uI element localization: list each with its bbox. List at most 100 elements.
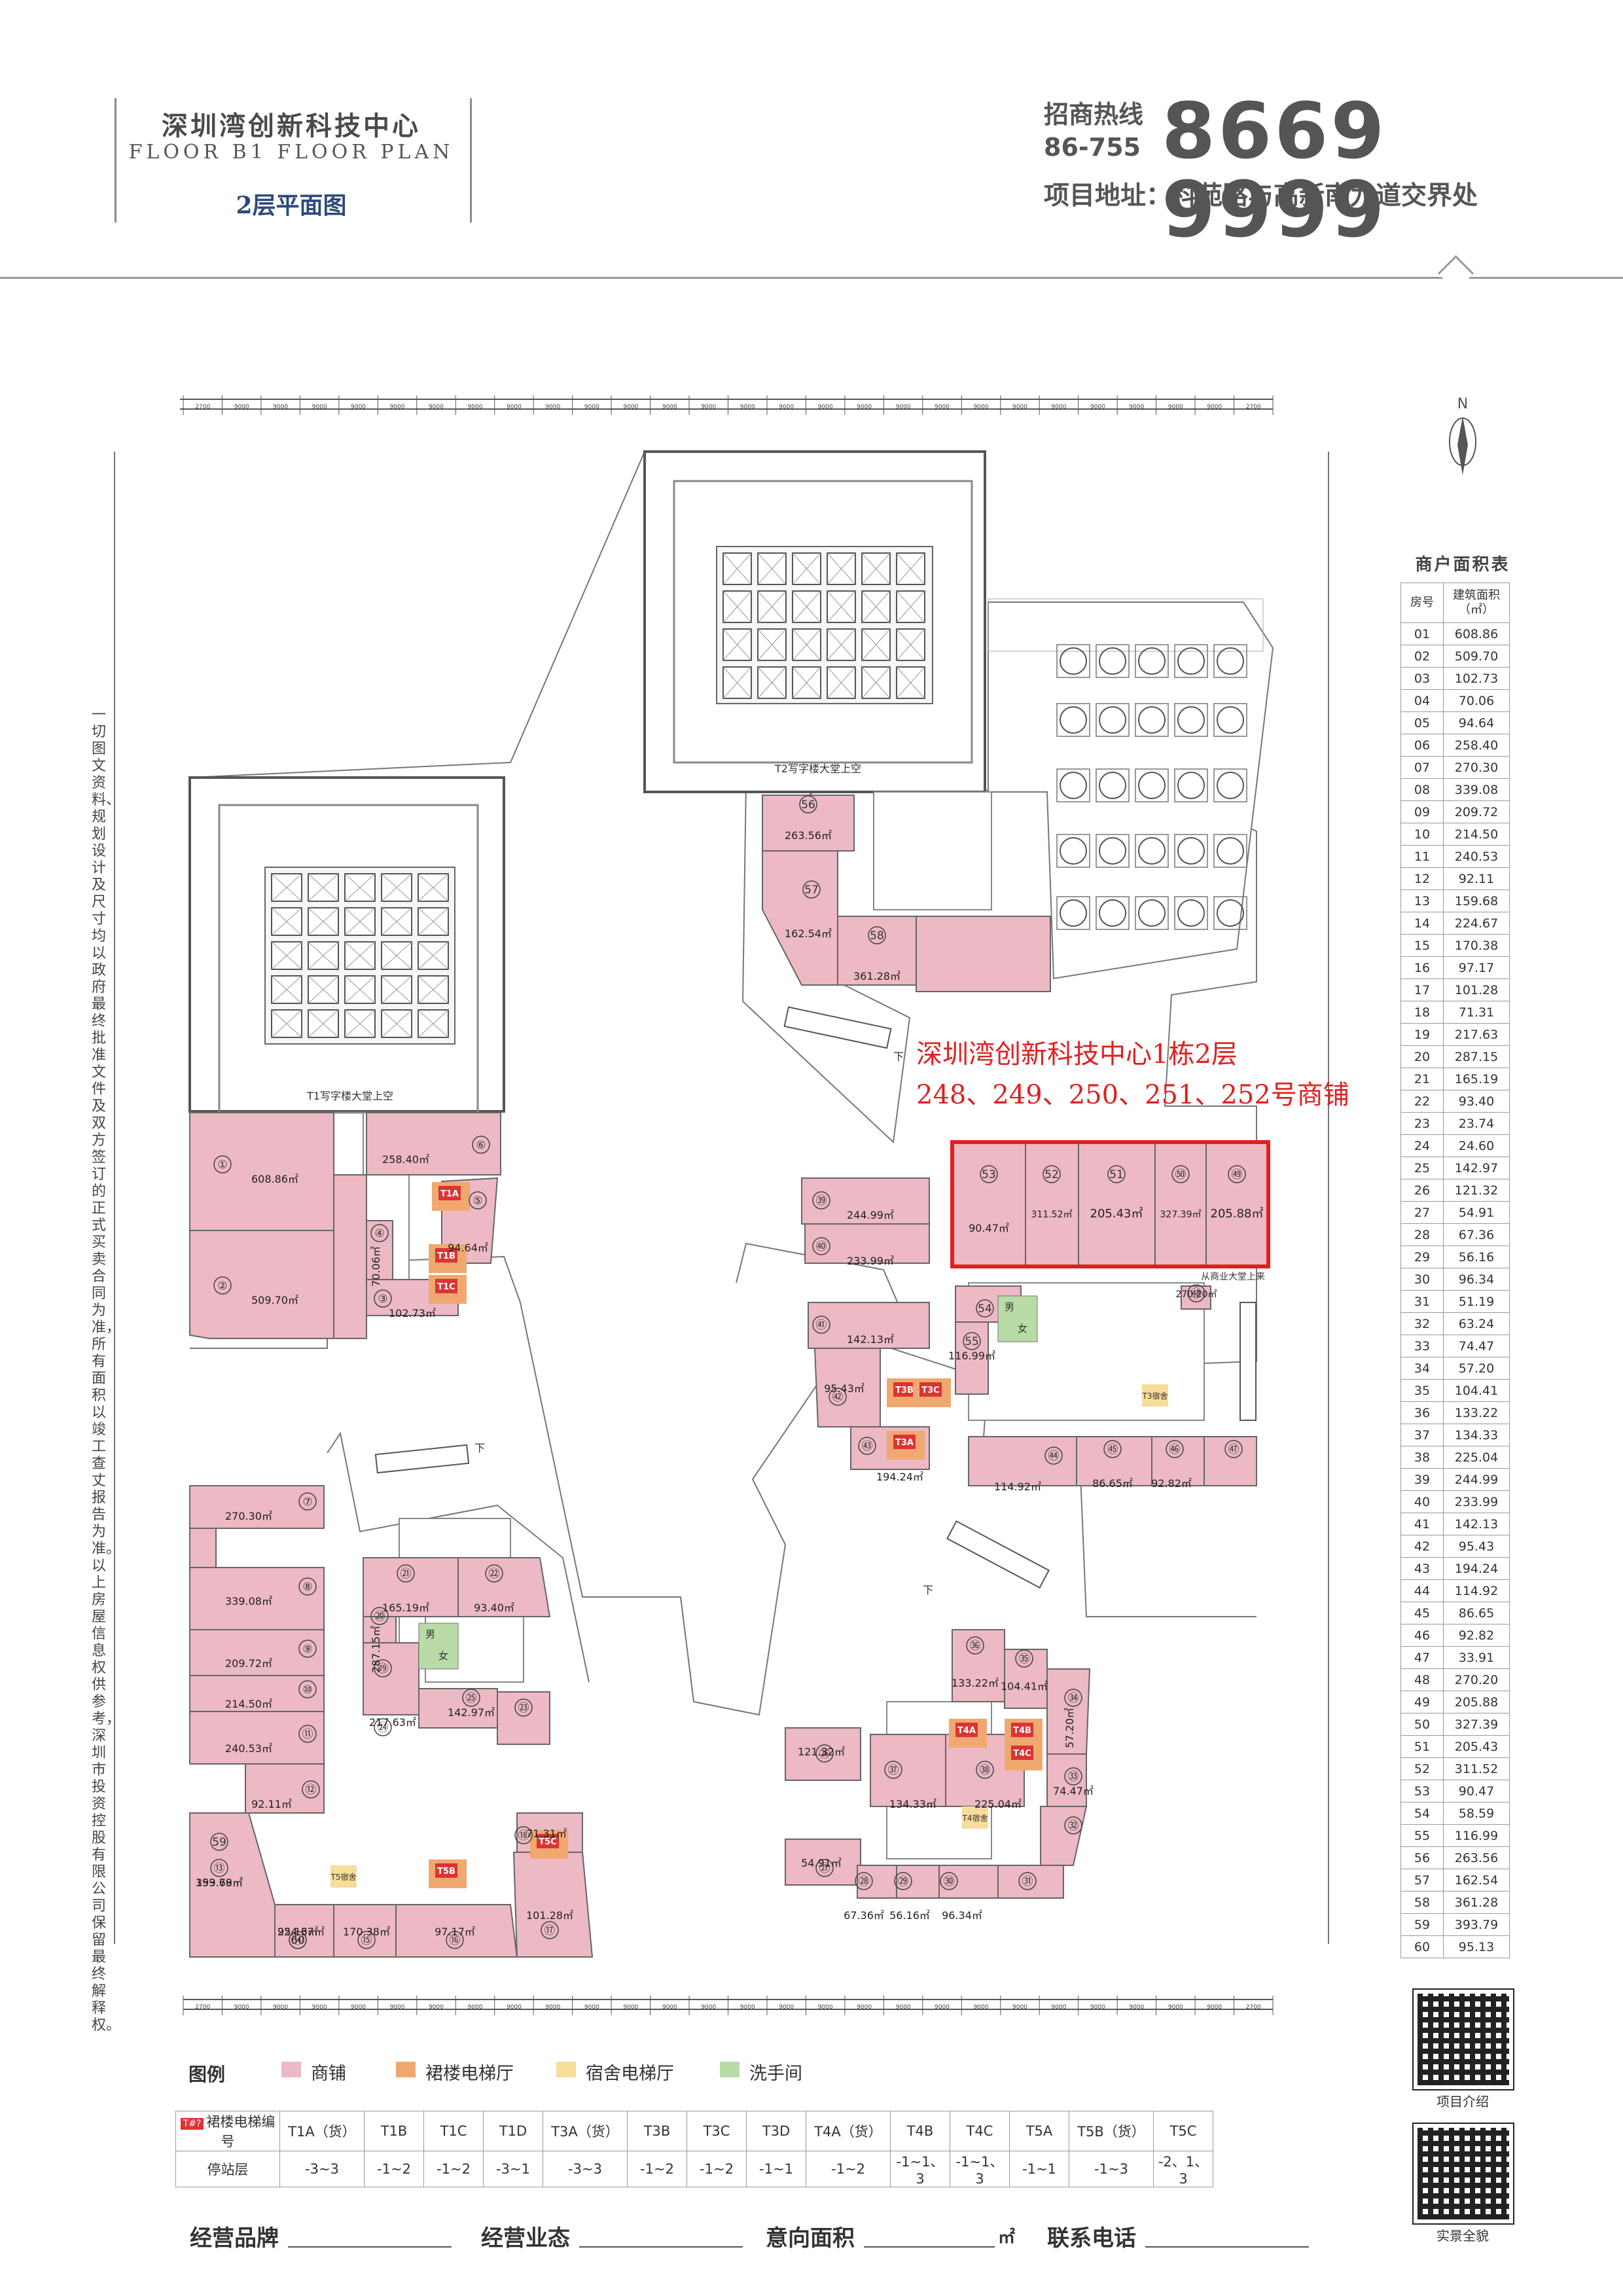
elevator-code-header: T#?裙楼电梯编号 [175, 2111, 280, 2151]
shop-unit[interactable] [457, 1557, 551, 1617]
shaft-cross [271, 907, 302, 936]
shop-unit[interactable] [1078, 1141, 1156, 1267]
field-brand-input[interactable] [288, 2246, 452, 2248]
shop-unit[interactable] [189, 1112, 334, 1231]
unit-number-ring [963, 1332, 981, 1350]
north-label: N [1457, 396, 1469, 412]
unit-number: ⑰ [544, 1924, 556, 1937]
area-value: 205.43 [1443, 1735, 1510, 1758]
shop-unit[interactable] [952, 1141, 1026, 1267]
area-value: 162.54 [1443, 1869, 1510, 1892]
shop-unit[interactable] [804, 1223, 930, 1264]
shop-unit[interactable] [1204, 1436, 1257, 1486]
shop-unit[interactable] [762, 795, 855, 852]
shop-unit[interactable] [1025, 1141, 1079, 1267]
shop-unit[interactable] [1046, 1668, 1091, 1755]
shop-unit[interactable] [333, 1174, 367, 1339]
shop-unit[interactable] [189, 1528, 217, 1568]
shaft-cross [418, 941, 449, 970]
shop-unit[interactable] [952, 1629, 1005, 1702]
area-room-no: 54 [1400, 1802, 1444, 1825]
ruler-label: 9000 [273, 2004, 288, 2011]
shaft-cross [722, 552, 752, 585]
shop-unit[interactable] [366, 1112, 501, 1175]
unit-number: ㊿ [1175, 1168, 1186, 1181]
unit-area: 244.99㎡ [847, 1209, 894, 1221]
unit-number-ring [370, 1607, 389, 1625]
roof-fan [1138, 772, 1166, 799]
hotline-number[interactable]: 8669 9999 [1162, 86, 1387, 255]
shop-unit[interactable] [870, 1734, 946, 1807]
shop-unit[interactable] [916, 916, 1051, 992]
shop-unit[interactable] [497, 1691, 550, 1745]
roof-fan [1099, 899, 1126, 927]
shaft-cross [896, 666, 925, 699]
legend-swatch-dorm-elevator [556, 2062, 576, 2077]
field-phone-input[interactable] [1145, 2246, 1309, 2248]
shop-unit[interactable] [189, 1230, 334, 1339]
unit-area: 263.56㎡ [785, 829, 832, 842]
unit-number: ⑮ [361, 1934, 372, 1947]
shop-unit[interactable] [512, 1852, 594, 1958]
area-value: 104.41 [1443, 1379, 1510, 1402]
shaft-cross [271, 1009, 302, 1038]
unit-area: 96.34㎡ [942, 1909, 982, 1922]
shop-unit[interactable] [785, 1727, 861, 1781]
ruler-label: 9000 [429, 404, 444, 410]
area-value: 54.91 [1443, 1201, 1510, 1224]
area-value: 95.13 [1443, 1935, 1510, 1958]
area-value: 225.04 [1443, 1446, 1510, 1469]
shop-unit[interactable] [762, 850, 838, 986]
shaft-cross [381, 1009, 412, 1038]
area-value: 86.65 [1443, 1602, 1510, 1624]
area-value: 67.36 [1443, 1223, 1510, 1246]
qr-code-panorama[interactable] [1412, 2123, 1514, 2225]
unit-area: 270.20㎡ [1176, 1289, 1217, 1300]
shop-unit[interactable] [418, 1688, 498, 1729]
unit-area: 339.08㎡ [225, 1595, 272, 1607]
unit-number-ring [298, 1492, 317, 1511]
roof-unit [1096, 834, 1130, 868]
elevator-stops: -1~2 [627, 2151, 687, 2187]
roof-unit [1174, 768, 1208, 802]
shaft-cross [344, 941, 376, 970]
t1-lobby-label: T1写字楼大堂上空 [306, 1090, 393, 1102]
unit-area: 114.92㎡ [994, 1480, 1041, 1493]
ruler-label: 9000 [545, 404, 560, 410]
field-business-input[interactable] [579, 2246, 743, 2248]
roof-unit [1135, 768, 1169, 802]
shaft-cross [271, 941, 302, 970]
down-label-1: 下 [893, 1050, 904, 1063]
area-value: 92.82 [1443, 1624, 1510, 1647]
area-room-no: 49 [1400, 1691, 1444, 1713]
unit-number: ㉝ [1068, 1770, 1079, 1784]
unit-area: 327.39㎡ [1160, 1210, 1202, 1220]
shop-unit[interactable] [1040, 1806, 1088, 1866]
roof-fan [1217, 899, 1244, 927]
qr-code-intro[interactable] [1412, 1988, 1514, 2090]
roof-unit [1174, 896, 1208, 930]
highlighted-units-frame[interactable] [950, 1140, 1270, 1268]
unit-area: 101.28㎡ [526, 1909, 573, 1922]
area-room-no: 16 [1400, 956, 1444, 979]
unit-number: ㊻ [1169, 1443, 1181, 1456]
unit-number: 58 [870, 929, 884, 942]
shop-unit[interactable] [1154, 1141, 1207, 1267]
roof-unit [1056, 896, 1090, 930]
shop-unit[interactable] [189, 1485, 325, 1529]
shop-unit[interactable] [808, 1302, 930, 1349]
shop-unit[interactable] [245, 1763, 325, 1814]
field-area-input[interactable] [864, 2246, 995, 2248]
unit-number-ring [374, 1659, 392, 1677]
shop-unit[interactable] [1205, 1141, 1269, 1267]
shaft-cross [861, 552, 891, 585]
